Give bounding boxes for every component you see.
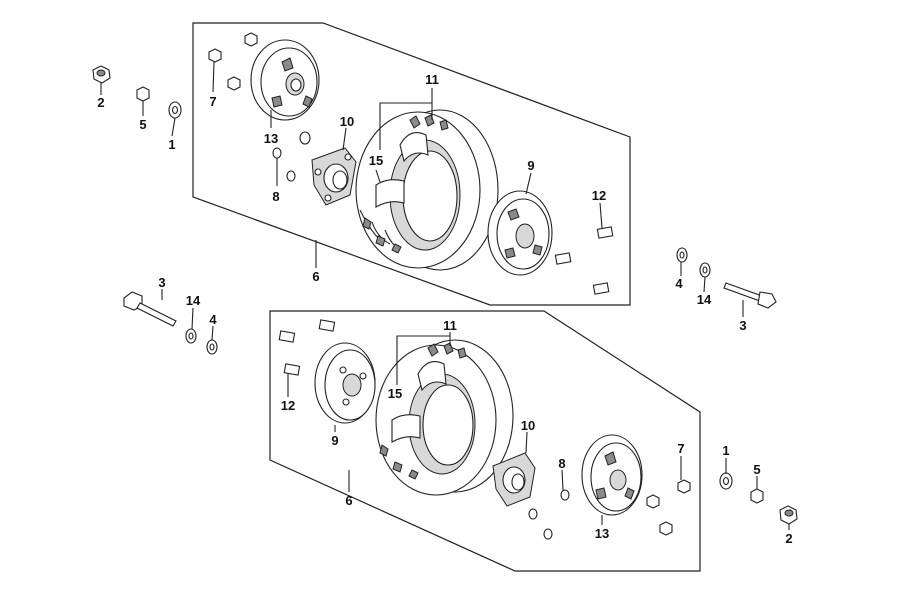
callout-8-lower: 8 (558, 456, 565, 471)
callout-4-right: 4 (675, 276, 683, 291)
callout-14-right: 14 (697, 292, 712, 307)
tire-11-lower (375, 339, 514, 496)
callout-5-upper: 5 (139, 117, 146, 132)
callout-15-upper: 15 (369, 153, 383, 168)
callout-10-upper: 10 (340, 114, 354, 129)
upper-assembly-outline (192, 22, 631, 306)
callout-13-lower: 13 (595, 526, 609, 541)
callout-labels: 2 5 1 7 13 8 10 15 11 9 12 6 4 14 3 3 14… (97, 72, 792, 546)
callout-4-left: 4 (209, 312, 217, 327)
rim-9-lower (314, 342, 376, 424)
lower-assembly-outline (269, 310, 701, 572)
callout-14-left: 14 (186, 293, 201, 308)
callout-1-upper: 1 (168, 137, 175, 152)
callout-6-upper: 6 (312, 269, 319, 284)
callout-11-lower: 11 (443, 318, 457, 333)
callout-7-upper: 7 (209, 94, 216, 109)
cap-nut-2-upper (92, 65, 111, 84)
valve-15-lower (391, 361, 447, 443)
callout-10-lower: 10 (521, 418, 535, 433)
valve-15-upper (375, 132, 429, 208)
washer-4-right (676, 247, 688, 263)
callout-9-lower: 9 (331, 433, 338, 448)
washer-1-upper (168, 101, 182, 119)
callout-12-lower: 12 (281, 398, 295, 413)
hub-plate-upper (250, 39, 320, 121)
callout-13-upper: 13 (264, 131, 278, 146)
callout-2-upper: 2 (97, 95, 104, 110)
callout-3-left: 3 (158, 275, 165, 290)
bolt-12-upper (554, 226, 614, 295)
bolt-12-lower (278, 319, 336, 376)
callout-12-upper: 12 (592, 188, 606, 203)
callout-15-lower: 15 (388, 386, 402, 401)
callout-11-upper: 11 (425, 72, 439, 87)
rim-9-upper (487, 190, 553, 276)
nut-5-lower (750, 488, 764, 504)
hub-flange-10-upper (311, 147, 357, 206)
nut-7-upper (208, 32, 258, 91)
callout-7-lower: 7 (677, 441, 684, 456)
hub-flange-10-lower (492, 452, 536, 507)
washer-14-left (185, 328, 197, 344)
washer-14-right (699, 262, 711, 278)
callout-9-upper: 9 (527, 158, 534, 173)
cap-nut-2-lower (779, 505, 798, 525)
nut-5-upper (136, 86, 150, 102)
callout-6-lower: 6 (345, 493, 352, 508)
washer-8-upper (272, 131, 311, 182)
washer-8-lower (528, 489, 570, 540)
callout-2-lower: 2 (785, 531, 792, 546)
washer-4-left (206, 339, 218, 355)
callout-1-lower: 1 (722, 443, 729, 458)
hub-plate-lower (581, 434, 643, 516)
callout-5-lower: 5 (753, 462, 760, 477)
washer-1-lower (719, 472, 733, 490)
callout-8-upper: 8 (272, 189, 279, 204)
nut-7-lower (646, 479, 691, 536)
leader-lines (100, 61, 790, 530)
callout-3-right: 3 (739, 318, 746, 333)
axle-bolt-3-right (723, 282, 777, 309)
axle-bolt-3-left (123, 291, 177, 327)
